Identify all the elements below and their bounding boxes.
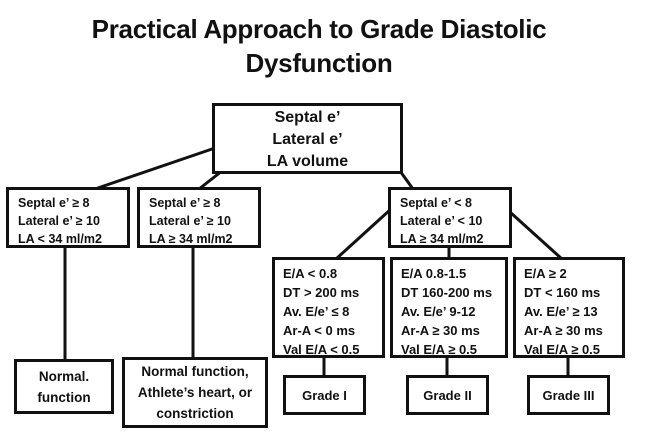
grade3-criteria-line-2: DT < 160 ms	[524, 285, 601, 300]
grade2-criteria-line-1: E/A 0.8-1.5	[401, 266, 467, 281]
grade1-criteria-line-2: DT > 200 ms	[283, 285, 360, 300]
grade1-criteria-line-3: Av. E/e’ ≤ 8	[283, 304, 350, 319]
normal-criteria-line-3: LA < 34 ml/m2	[18, 232, 102, 246]
dysfunction-criteria-line-3: LA ≥ 34 ml/m2	[400, 232, 484, 246]
grade2-criteria-line-5: Val E/A ≥ 0.5	[401, 342, 478, 357]
node-normal-criteria: Septal e’ ≥ 8 Lateral e’ ≥ 10 LA < 34 ml…	[6, 187, 130, 248]
athlete-criteria-line-1: Septal e’ ≥ 8	[149, 196, 221, 210]
node-root-line-1: Septal e’	[274, 109, 341, 126]
athlete-criteria-line-2: Lateral e’ ≥ 10	[149, 214, 231, 228]
grade3-criteria-line-5: Val E/A ≥ 0.5	[524, 342, 601, 357]
grade2-criteria-line-2: DT 160-200 ms	[401, 285, 493, 300]
node-root-measurements: Septal e’ Lateral e’ LA volume	[212, 103, 403, 174]
outcome-athlete-line-3: constriction	[156, 406, 234, 421]
grade2-criteria-line-3: Av. E/e’ 9-12	[401, 304, 476, 319]
grade-2-label: Grade II	[423, 387, 472, 403]
outcome-normal-line-1: Normal.	[38, 369, 90, 384]
grade3-criteria-line-3: Av. E/e’ ≥ 13	[524, 304, 598, 319]
node-root-line-3: LA volume	[266, 153, 349, 170]
grade3-criteria-line-4: Ar-A ≥ 30 ms	[524, 323, 603, 338]
grade3-criteria-line-1: E/A ≥ 2	[524, 266, 567, 281]
grade-3-label: Grade III	[542, 387, 595, 403]
dysfunction-criteria-line-1: Septal e’ < 8	[400, 196, 472, 210]
node-outcome-grade-1: Grade I	[283, 375, 366, 415]
node-athlete-criteria: Septal e’ ≥ 8 Lateral e’ ≥ 10 LA ≥ 34 ml…	[137, 187, 261, 248]
node-root-line-2: Lateral e’	[272, 131, 343, 148]
grade2-criteria-line-4: Ar-A ≥ 30 ms	[401, 323, 480, 338]
node-grade3-criteria: E/A ≥ 2 DT < 160 ms Av. E/e’ ≥ 13 Ar-A ≥…	[513, 257, 625, 358]
node-dysfunction-criteria: Septal e’ < 8 Lateral e’ < 10 LA ≥ 34 ml…	[388, 187, 512, 248]
page-title-line-1: Practical Approach to Grade Diastolic	[91, 14, 547, 44]
outcome-normal-line-2: function	[37, 390, 91, 405]
node-grade1-criteria: E/A < 0.8 DT > 200 ms Av. E/e’ ≤ 8 Ar-A …	[272, 257, 385, 358]
node-outcome-athlete-heart: Normal function, Athlete’s heart, or con…	[122, 357, 268, 428]
outcome-athlete-line-1: Normal function,	[141, 364, 249, 379]
dysfunction-criteria-line-2: Lateral e’ < 10	[400, 214, 483, 228]
node-outcome-normal-function: Normal. function	[14, 359, 114, 414]
node-grade2-criteria: E/A 0.8-1.5 DT 160-200 ms Av. E/e’ 9-12 …	[390, 257, 508, 358]
grade1-criteria-line-4: Ar-A < 0 ms	[283, 323, 356, 338]
page-title-line-2: Dysfunction	[245, 48, 393, 78]
node-outcome-grade-2: Grade II	[406, 375, 489, 415]
normal-criteria-line-1: Septal e’ ≥ 8	[18, 196, 90, 210]
page-title: Practical Approach to Grade Diastolic Dy…	[0, 12, 638, 80]
grade-1-label: Grade I	[302, 387, 347, 403]
athlete-criteria-line-3: LA ≥ 34 ml/m2	[149, 232, 233, 246]
node-outcome-grade-3: Grade III	[527, 375, 610, 415]
normal-criteria-line-2: Lateral e’ ≥ 10	[18, 214, 100, 228]
outcome-athlete-line-2: Athlete’s heart, or	[137, 385, 253, 400]
grade1-criteria-line-1: E/A < 0.8	[283, 266, 338, 281]
grade1-criteria-line-5: Val E/A < 0.5	[283, 342, 360, 357]
